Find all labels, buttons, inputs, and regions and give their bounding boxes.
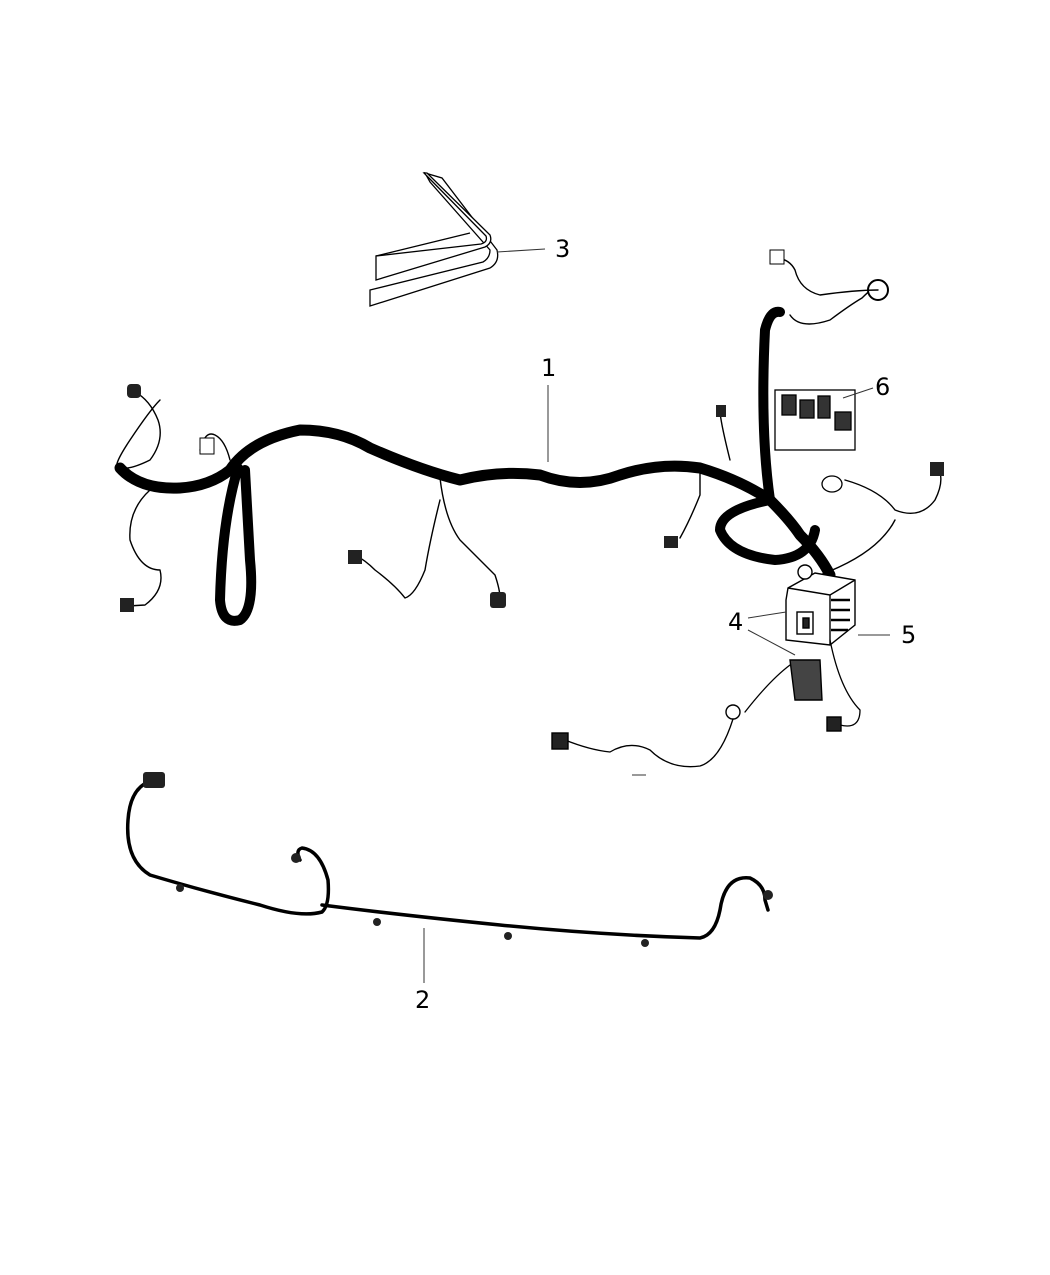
callout-5: 5 — [901, 621, 917, 649]
callout-4: 4 — [728, 608, 744, 636]
part-2-bumper-harness — [125, 772, 773, 947]
callout-2: 2 — [415, 986, 431, 1014]
part-4-5-fuse-box — [551, 564, 861, 768]
callout-1: 1 — [541, 354, 557, 382]
callout-6: 6 — [875, 373, 891, 401]
part-3-bracket — [369, 171, 499, 307]
part-1-main-harness — [114, 249, 944, 626]
callout-3: 3 — [555, 235, 571, 263]
